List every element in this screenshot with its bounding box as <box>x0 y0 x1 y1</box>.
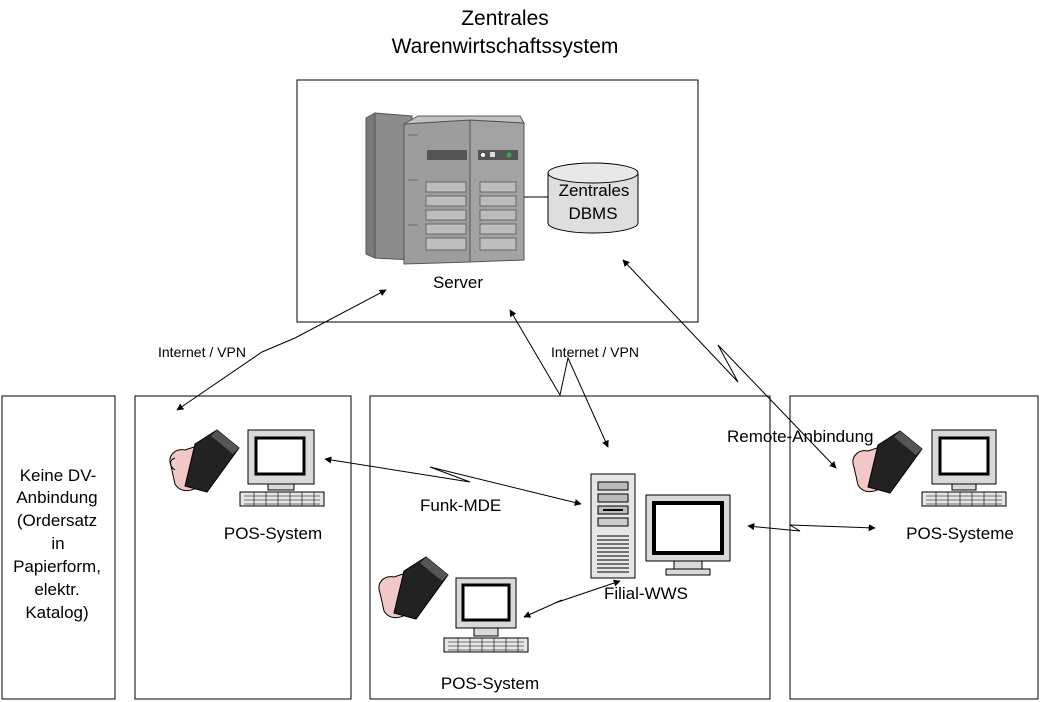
pos-terminal-icon <box>443 577 529 653</box>
server-label: Server <box>433 273 483 292</box>
no-dv-box <box>1 395 116 700</box>
diagram-title-line1: Zentrales <box>461 7 549 30</box>
link-pos-center-wws <box>523 579 621 618</box>
no-dv-line4: in <box>51 534 64 553</box>
no-dv-line6: elektr. <box>34 580 79 599</box>
pos-terminal-icon <box>239 429 325 507</box>
dbms-label-line1: Zentrales <box>559 181 630 200</box>
link-left-internet-vpn <box>176 289 387 411</box>
handheld-scanner-icon <box>852 430 923 494</box>
pos-left-label: POS-System <box>224 524 322 543</box>
wws-tower-icon <box>590 473 636 579</box>
store-pos-box <box>134 395 352 700</box>
wws-monitor-icon <box>645 494 731 576</box>
handheld-scanner-icon <box>378 556 449 620</box>
no-dv-line5: Papierform, <box>13 557 101 576</box>
pos-terminal-icon <box>921 429 1007 507</box>
link-center-internet-vpn <box>509 309 609 448</box>
internet-vpn-center-label: Internet / VPN <box>551 344 639 360</box>
funk-mde-label: Funk-MDE <box>420 496 501 515</box>
pos-right-label: POS-Systeme <box>906 524 1014 543</box>
database-icon <box>547 162 639 234</box>
no-dv-line2: Anbindung <box>16 488 97 507</box>
store-remote-box <box>789 395 1039 700</box>
diagram-title-line2: Warenwirtschaftssystem <box>392 35 619 58</box>
link-funk-mde <box>324 456 582 506</box>
central-system-box <box>296 79 699 323</box>
link-remote <box>622 259 837 469</box>
no-dv-line1: Keine DV- <box>20 466 97 485</box>
server-icon <box>365 112 525 265</box>
link-wws-remote-pos <box>747 523 876 532</box>
internet-vpn-left-label: Internet / VPN <box>158 344 246 360</box>
no-dv-line3: (Ordersatz <box>17 511 97 530</box>
remote-anbindung-label: Remote-Anbindung <box>727 427 873 446</box>
filial-wws-label: Filial-WWS <box>604 584 688 603</box>
no-dv-line7: Katalog) <box>25 603 88 622</box>
pos-center-label: POS-System <box>441 674 539 693</box>
dbms-label-line2: DBMS <box>568 204 617 223</box>
handheld-scanner-icon <box>169 429 240 493</box>
